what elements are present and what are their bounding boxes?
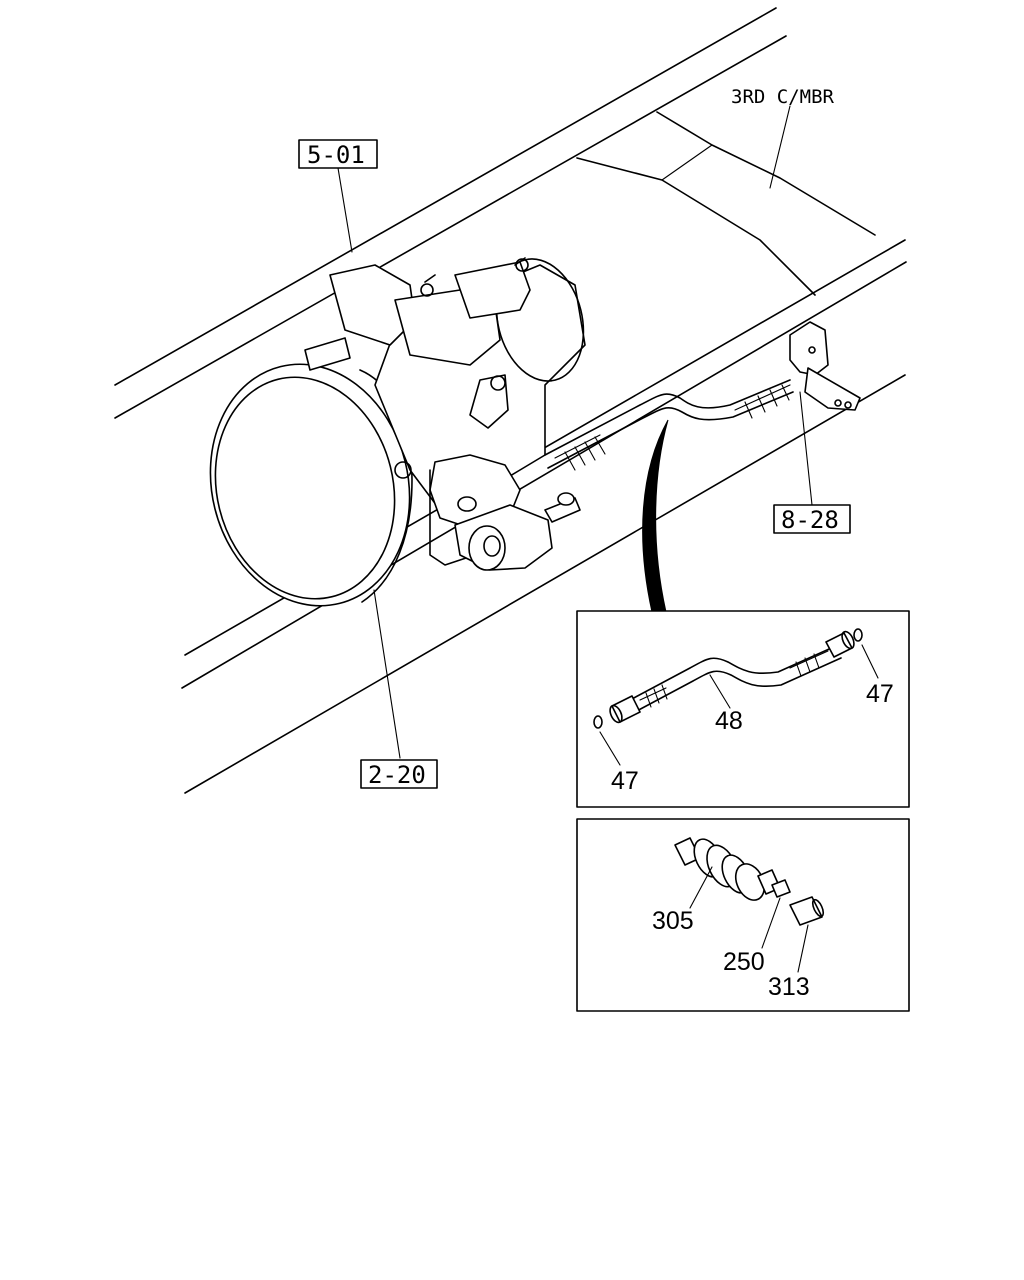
callout-8-28: 8-28 bbox=[781, 506, 839, 534]
leader-lines bbox=[337, 105, 813, 759]
part-47-left-label: 47 bbox=[611, 767, 639, 795]
callout-box-8-28 bbox=[773, 504, 851, 534]
hose-bracket bbox=[789, 321, 861, 411]
callout-2-20: 2-20 bbox=[368, 761, 426, 789]
part-313-label: 313 bbox=[768, 973, 810, 1001]
part-305-label: 305 bbox=[652, 907, 694, 935]
detail-panel-hose bbox=[576, 610, 910, 808]
clutch-housing bbox=[209, 363, 413, 607]
detail-pointer-arrow bbox=[642, 419, 669, 613]
part-47-right-label: 47 bbox=[866, 680, 894, 708]
transmission-body bbox=[304, 257, 586, 571]
frame-label-3rd-cmbr: 3RD C/MBR bbox=[731, 86, 835, 108]
clutch-hose-installed bbox=[544, 379, 794, 471]
callout-box-5-01 bbox=[298, 139, 378, 169]
part-48-label: 48 bbox=[715, 707, 743, 735]
callout-5-01: 5-01 bbox=[307, 141, 365, 169]
third-cross-member bbox=[576, 111, 876, 296]
detail-panel-boot bbox=[576, 818, 910, 1012]
part-250-label: 250 bbox=[723, 948, 765, 976]
callout-box-2-20 bbox=[360, 759, 438, 789]
